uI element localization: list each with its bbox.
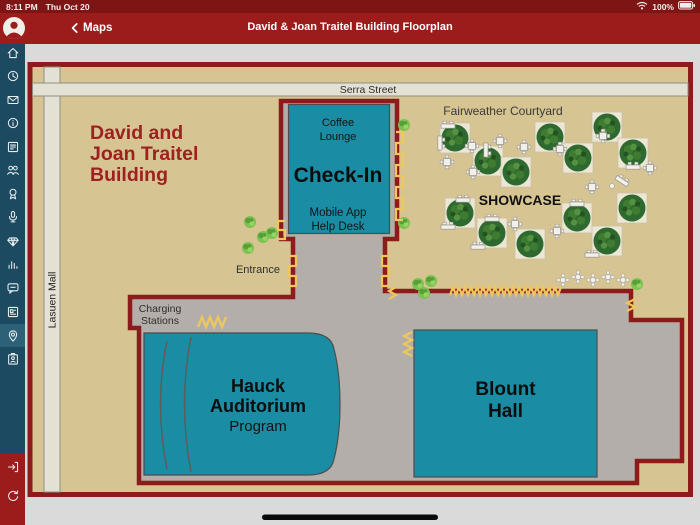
back-label: Maps [83,22,113,34]
sidebar-item-info[interactable] [0,111,25,134]
sidebar-item-chat[interactable] [0,276,25,299]
room-hauck-auditorium[interactable] [143,332,341,476]
sidebar-item-award[interactable] [0,182,25,205]
courtyard-furniture [437,120,658,287]
room-blount-hall[interactable] [413,329,598,478]
home-indicator[interactable] [262,514,438,521]
entrance-label: Entrance [236,264,280,276]
help-desk-line1: Mobile App [310,207,367,219]
sidebar-item-id-badge[interactable] [0,347,25,370]
auditorium-label-line2: Auditorium [210,396,306,416]
help-desk-line2: Help Desk [311,221,364,233]
wifi-icon [636,1,648,12]
auditorium-row-arc [183,336,192,473]
coffee-lounge-line1: Coffee [322,117,354,129]
back-button[interactable]: Maps [64,20,118,36]
back-chevron-icon [71,23,78,33]
street-lasuen-mall [43,66,61,493]
street-serra [32,82,689,97]
mail-icon [6,95,19,104]
building-title-line2: Joan Traitel [90,143,198,165]
showcase-label: SHOWCASE [479,192,561,208]
clock-icon [7,70,18,81]
sidebar-item-people[interactable] [0,158,25,181]
sidebar-item-diamond[interactable] [0,229,25,252]
battery-percent: 100% [652,1,674,12]
sidebar-item-clock[interactable] [0,64,25,87]
hall-label-line2: Hall [488,401,523,422]
sidebar-item-news[interactable] [0,300,25,323]
room-check-in[interactable] [287,103,391,235]
street-intersection [45,84,59,95]
lasuen-mall-label: Lasuen Mall [47,272,59,329]
battery-icon [678,1,696,12]
sidebar-item-bar-chart[interactable] [0,252,25,275]
sidebar-item-maps[interactable] [0,324,25,347]
microphone-icon [8,210,17,222]
nav-bar: Maps David & Joan Traitel Building Floor… [0,13,700,44]
coffee-lounge-line2: Lounge [320,131,357,143]
building-title-line3: Building [90,164,168,186]
sidebar [0,44,25,525]
status-time: 8:11 PM [6,1,38,12]
status-bar: 8:11 PM Thu Oct 20 100% [0,0,700,13]
auditorium-row-arc [159,340,168,470]
logout-icon [7,461,18,472]
refresh-icon [7,489,18,501]
diamond-icon [6,236,19,246]
courtyard-label: Fairweather Courtyard [443,104,562,118]
info-icon [7,117,18,128]
serra-street-label: Serra Street [340,84,397,96]
profile-avatar-icon[interactable] [3,17,25,39]
status-date: Thu Oct 20 [45,1,90,12]
door-symbols [196,130,638,357]
home-icon [7,47,18,58]
building-title-line1: David and [90,122,183,144]
sidebar-item-mail[interactable] [0,88,25,111]
auditorium-label-line1: Hauck [231,376,286,396]
sidebar-bottom-actions [0,453,25,525]
sidebar-item-home[interactable] [0,41,25,64]
bar-chart-icon [8,260,17,269]
charging-label-line1: Charging [139,303,182,315]
chat-icon [6,282,19,294]
hall-label-line1: Blount [475,379,536,400]
auditorium-subtitle: Program [229,418,287,435]
location-pin-icon [8,329,17,342]
agenda-icon [7,141,18,152]
refresh-button[interactable] [0,484,25,507]
check-in-label: Check-In [294,164,383,187]
award-icon [8,188,17,199]
floorplan-map[interactable]: Serra Street Lasuen Mall [25,44,700,525]
sidebar-item-agenda[interactable] [0,135,25,158]
sidebar-item-microphone[interactable] [0,205,25,228]
news-icon [7,306,18,317]
building-title: David and Joan Traitel Building [90,122,198,186]
id-badge-icon [7,352,18,365]
people-icon [6,165,19,175]
logout-button[interactable] [0,455,25,478]
charging-label-line2: Stations [141,315,179,327]
